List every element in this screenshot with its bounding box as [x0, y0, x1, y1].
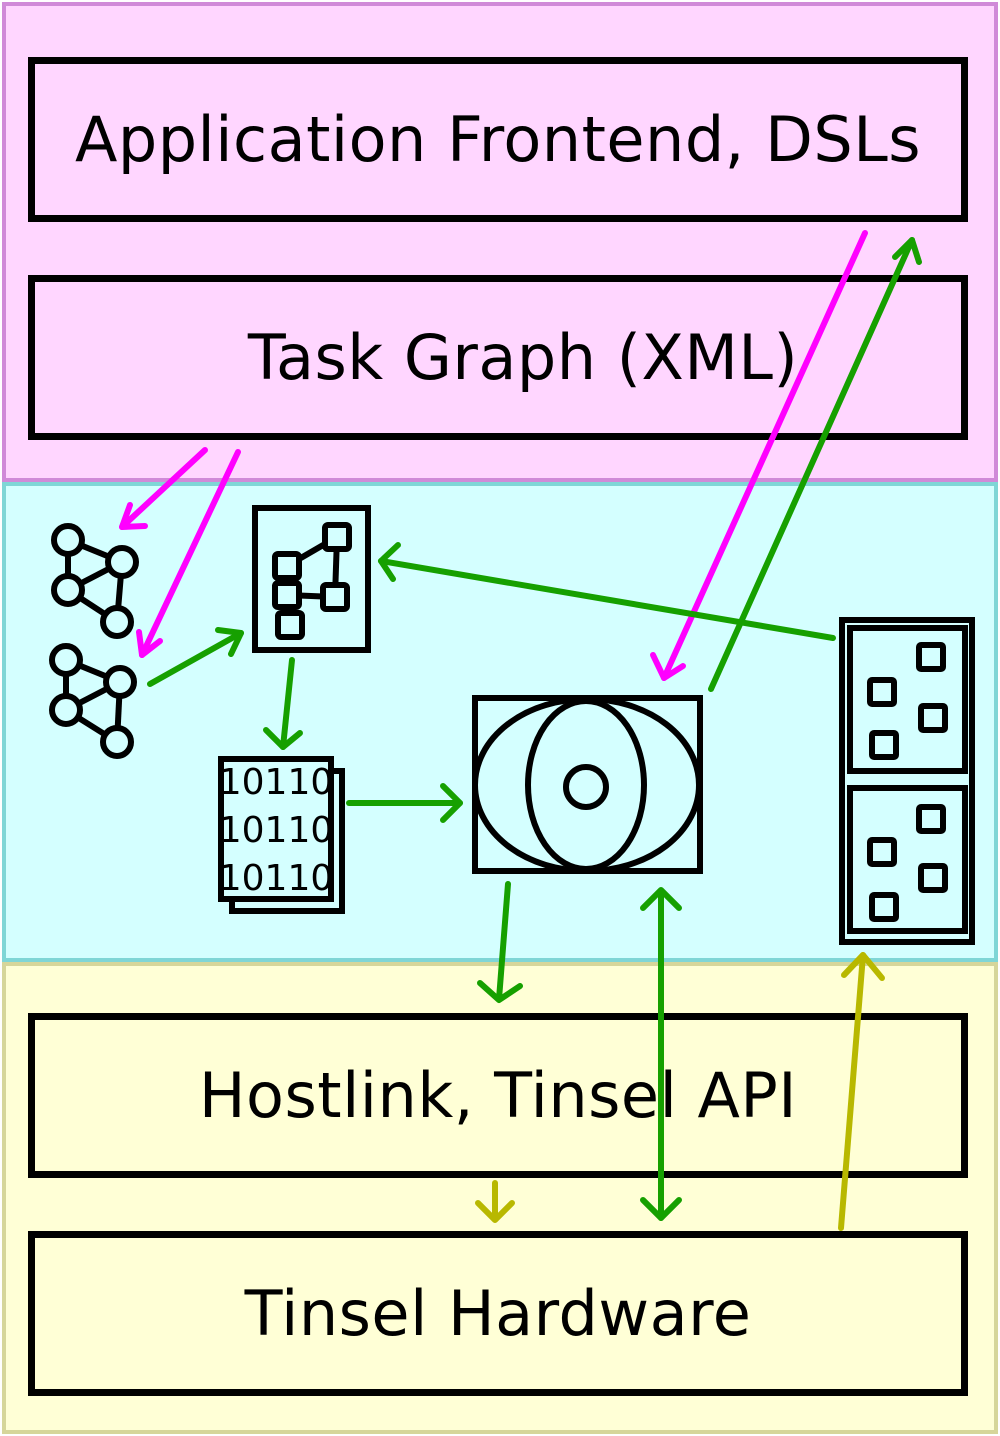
tinsel-hardware-label: Tinsel Hardware: [244, 1277, 752, 1350]
frontend-layer: [2, 2, 998, 482]
task-graph-box: Task Graph (XML): [28, 275, 968, 440]
application-frontend-label: Application Frontend, DSLs: [74, 103, 922, 176]
task-graph-label: Task Graph (XML): [247, 321, 799, 394]
binary-line: 10110: [219, 762, 334, 803]
binary-line: 10110: [219, 858, 334, 899]
binary-line: 10110: [219, 810, 334, 851]
application-frontend-box: Application Frontend, DSLs: [28, 57, 968, 222]
graph-icon: [49, 643, 137, 759]
green-arrows: [147, 237, 922, 1221]
magenta-arrows: [119, 230, 868, 681]
tinsel-hardware-box: Tinsel Hardware: [28, 1231, 968, 1396]
binary-file-icon: 10110 10110 10110: [218, 756, 345, 914]
disk-icon: [472, 695, 703, 874]
middle-layer: [2, 482, 998, 962]
olive-arrows: [475, 952, 885, 1231]
board-icon: [839, 617, 975, 945]
hardware-layer: [2, 962, 998, 1434]
hostlink-label: Hostlink, Tinsel API: [198, 1059, 798, 1132]
hostlink-box: Hostlink, Tinsel API: [28, 1013, 968, 1178]
mapped-graph-icon: [252, 505, 371, 653]
graph-icon: [51, 523, 139, 639]
